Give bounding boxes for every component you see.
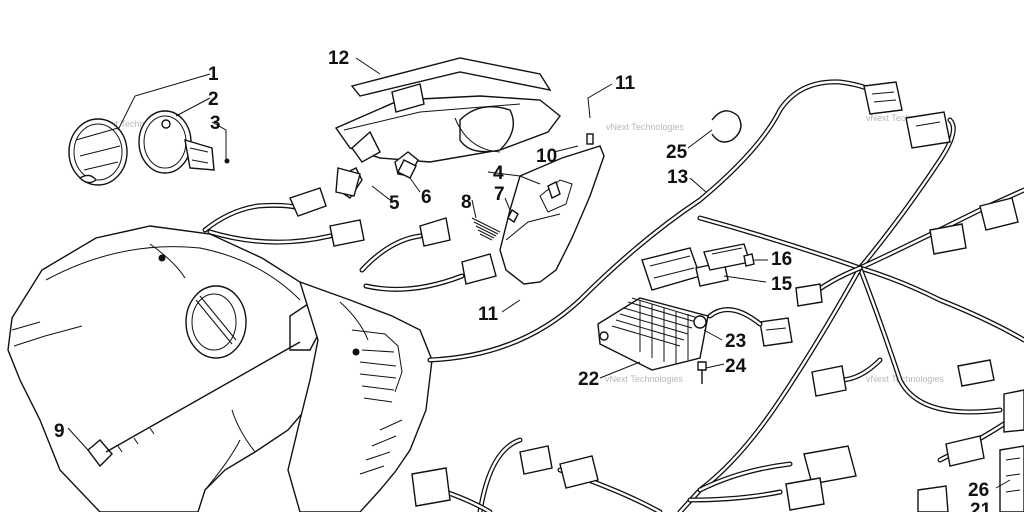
- watermark: vNext Technologies: [95, 119, 173, 129]
- callout-4: 4: [493, 163, 504, 184]
- bolt: [87, 341, 301, 468]
- callout-25: 25: [666, 142, 688, 163]
- callout-15: 15: [771, 274, 793, 295]
- callout-22: 22: [578, 369, 599, 390]
- callout-8: 8: [461, 192, 472, 213]
- callout-12: 12: [328, 48, 349, 69]
- relay-block: [641, 243, 755, 291]
- callout-11-lower: 11: [478, 304, 499, 325]
- callout-13: 13: [667, 167, 688, 188]
- leader-lines: [67, 57, 1011, 489]
- watermark: vNext Technologies: [866, 374, 944, 384]
- ring-clip: [711, 110, 742, 143]
- callout-24: 24: [725, 356, 747, 377]
- callout-23: 23: [725, 331, 746, 352]
- watermark: vNext Technologies: [866, 113, 944, 123]
- lower-panel: [499, 133, 605, 285]
- watermark: vNext Technologies: [606, 122, 684, 132]
- callout-11-upper: 11: [615, 73, 636, 94]
- callout-16: 16: [771, 249, 792, 270]
- hood-cowl: [7, 225, 335, 512]
- headlight-assembly: [68, 110, 230, 186]
- callout-9: 9: [54, 421, 65, 442]
- callout-21: 21: [970, 500, 992, 512]
- callout-5: 5: [389, 193, 400, 214]
- callout-10: 10: [536, 146, 557, 167]
- headlight-harness: [202, 159, 519, 292]
- side-panel: [287, 280, 433, 512]
- regulator: [597, 297, 793, 384]
- callouts: 1 2 3 4 5 6 7 8 9 10 11 11 12 13 15 16 2…: [54, 48, 992, 512]
- callout-7: 7: [494, 184, 505, 205]
- watermark: vNext Technologies: [605, 374, 683, 384]
- callout-6: 6: [421, 187, 432, 208]
- harness-connectors: [411, 81, 1024, 512]
- callout-3: 3: [210, 113, 221, 134]
- light-bracket: [334, 57, 561, 199]
- callout-2: 2: [208, 89, 219, 110]
- callout-1: 1: [208, 64, 219, 85]
- main-harness: [427, 79, 1024, 512]
- callout-26: 26: [968, 480, 989, 501]
